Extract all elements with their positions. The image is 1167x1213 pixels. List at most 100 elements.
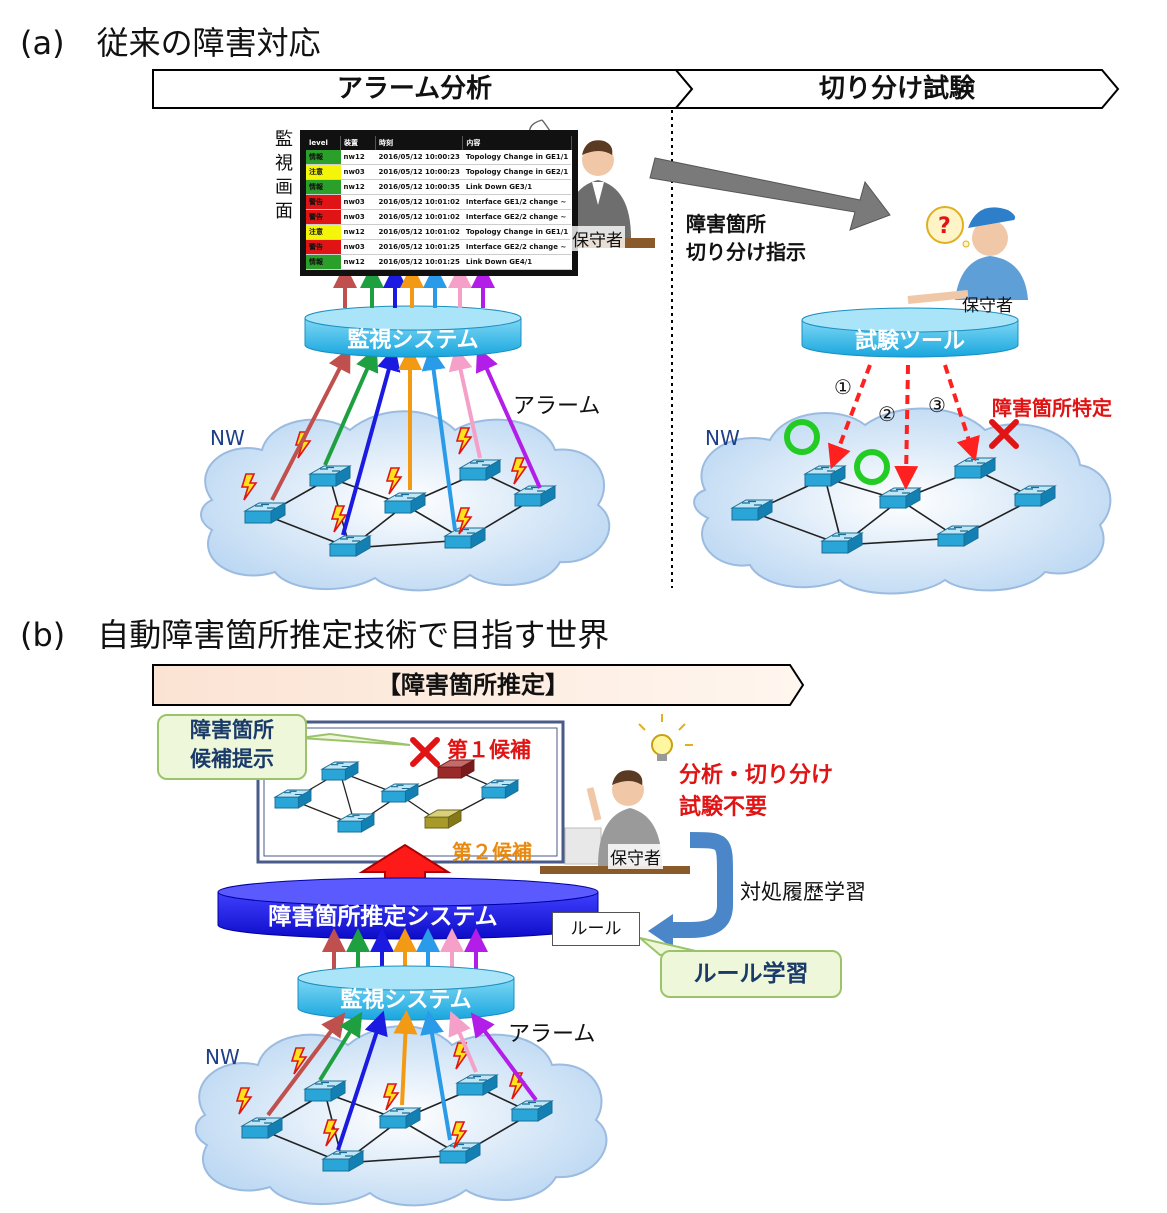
monitor-screen-label: 監 視 画 面: [273, 128, 295, 224]
alarm-device-cell: nw03: [340, 209, 376, 225]
candidate-1-label: 第１候補: [447, 738, 531, 762]
alarm-time-cell: 2016/05/12 10:00:23: [375, 164, 463, 180]
panel-switch-icons: [274, 759, 519, 833]
rule-learning-callout: ルール学習: [660, 950, 842, 998]
nw-label-right: NW: [705, 426, 740, 450]
alarm-device-cell: nw12: [340, 224, 376, 240]
alarm-content-cell: Topology Change in GE1/1: [462, 224, 572, 240]
candidate1-switch-icon: [436, 759, 476, 779]
callout-pointer: [299, 732, 411, 746]
callout-line: 候補提示: [190, 747, 274, 771]
no-analysis-line: 試験不要: [679, 795, 768, 820]
header-device: 装置: [340, 136, 376, 150]
alarm-level-cell: 情報: [306, 254, 341, 270]
no-analysis-line: 分析・切り分け: [679, 763, 834, 788]
phase-isolation-test-label: 切り分け試験: [818, 74, 975, 104]
alarm-level-cell: 情報: [306, 179, 341, 195]
monitoring-system-label-a: 監視システム: [347, 328, 479, 353]
alarm-time-cell: 2016/05/12 10:01:25: [375, 254, 463, 270]
operator-label-a2: 保守者: [962, 296, 1013, 316]
nw-label-b: NW: [205, 1045, 240, 1069]
alarm-content-cell: Interface GE1/2 change ~: [462, 194, 572, 210]
callout-line: 障害箇所: [190, 718, 274, 742]
alarm-time-cell: 2016/05/12 10:00:35: [375, 179, 463, 195]
banner-fault-estimation: [152, 664, 805, 706]
test-arrows: [827, 364, 980, 490]
alarm-arrows-left: [270, 346, 542, 536]
alarm-device-cell: nw12: [340, 150, 376, 165]
alarm-device-cell: nw12: [340, 254, 376, 270]
alarm-level-cell: 警告: [306, 194, 341, 210]
alarm-table-header: level 装置 時刻 内容: [306, 136, 572, 150]
isolation-instruction-text: 障害箇所 切り分け指示: [686, 210, 806, 266]
alarm-device-cell: nw03: [340, 194, 376, 210]
history-learning-label: 対処履歴学習: [740, 880, 866, 904]
candidate1-cross-icon: [410, 737, 440, 767]
instruction-arrow: [649, 157, 891, 231]
alarm-time-cell: 2016/05/12 10:01:02: [375, 224, 463, 240]
alarm-content-cell: Topology Change in GE1/1: [462, 150, 572, 165]
alarm-time-cell: 2016/05/12 10:00:23: [375, 150, 463, 165]
history-learning-arrow: [670, 832, 733, 938]
header-level: level: [306, 136, 341, 150]
alarm-device-cell: nw03: [340, 164, 376, 180]
test-tool-cylinder: [801, 307, 1019, 358]
step-2-label: ②: [878, 402, 896, 426]
instruction-line: 障害箇所: [686, 212, 766, 236]
monitoring-system-cylinder-a: [304, 305, 522, 358]
phase-banner-isolation-test: [673, 69, 1120, 109]
ok-circle-icon: [784, 419, 820, 455]
monitor-label-char: 監: [275, 129, 293, 150]
candidate2-switch-icon: [423, 809, 463, 829]
alarm-time-cell: 2016/05/12 10:01:02: [375, 194, 463, 210]
alarm-level-cell: 注意: [306, 164, 341, 180]
alarm-content-cell: Interface GE2/2 change ~: [462, 209, 572, 225]
operator-label-b: 保守者: [608, 844, 663, 869]
no-analysis-needed-text: 分析・切り分け 試験不要: [679, 760, 833, 824]
history-learning-arrowhead: [648, 914, 673, 948]
monitor-label-char: 視: [275, 153, 293, 174]
operator-label-a1: 保守者: [570, 226, 625, 251]
rule-box: ルール: [552, 912, 640, 946]
monitoring-system-label-b: 監視システム: [340, 988, 472, 1013]
header-content: 内容: [462, 136, 572, 150]
monitor-label-char: 画: [275, 177, 293, 198]
alarm-time-cell: 2016/05/12 10:01:02: [375, 209, 463, 225]
alarm-level-cell: 警告: [306, 239, 341, 255]
alarm-level-cell: 注意: [306, 224, 341, 240]
ok-circle-icon: [854, 449, 890, 485]
alarm-content-cell: Link Down GE3/1: [462, 179, 572, 195]
fault-cross-icon: [989, 419, 1019, 449]
step-3-label: ③: [928, 393, 946, 417]
alarm-arrows-b: [266, 1010, 538, 1151]
monitor-label-char: 面: [275, 201, 293, 222]
alarm-content-cell: Interface GE2/2 change ~: [462, 239, 572, 255]
phase-alarm-analysis-label: アラーム分析: [336, 74, 493, 104]
alarm-device-cell: nw12: [340, 179, 376, 195]
operator-figure-a2: ?: [907, 206, 1028, 304]
section-b-title: (b) 自動障害箇所推定技術で目指す世界: [20, 616, 610, 654]
svg-text:?: ?: [938, 214, 951, 239]
alarm-device-cell: nw03: [340, 239, 376, 255]
test-tool-label: 試験ツール: [854, 329, 965, 354]
alarm-level-cell: 警告: [306, 209, 341, 225]
estimation-system-cylinder: [217, 877, 599, 940]
instruction-line: 切り分け指示: [686, 240, 806, 264]
section-a-title: (a) 従来の障害対応: [20, 24, 321, 62]
alarm-label-b: アラーム: [508, 1022, 596, 1047]
candidate-callout: 障害箇所 候補提示: [157, 714, 307, 780]
alarm-content-cell: Link Down GE4/1: [462, 254, 572, 270]
alarm-time-cell: 2016/05/12 10:01:25: [375, 239, 463, 255]
header-time: 時刻: [375, 136, 464, 150]
